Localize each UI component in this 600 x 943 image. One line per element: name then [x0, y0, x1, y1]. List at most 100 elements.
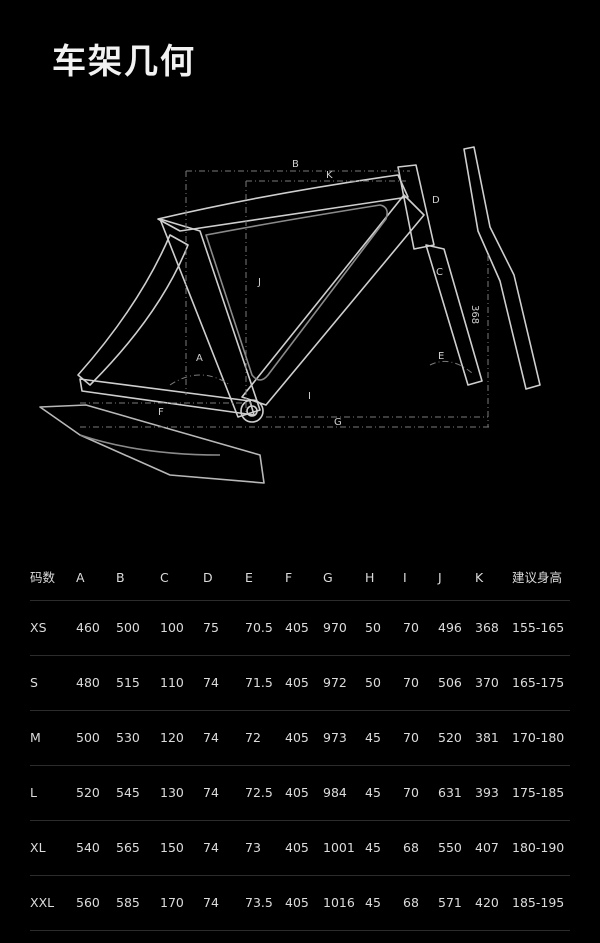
table-cell: 185-195: [512, 895, 565, 910]
table-cell: 460: [76, 620, 100, 635]
column-header: G: [323, 570, 333, 585]
label-e: E: [438, 351, 444, 362]
table-cell: XL: [30, 840, 46, 855]
column-header: F: [285, 570, 293, 585]
label-b: B: [292, 159, 299, 170]
table-cell: 520: [76, 785, 100, 800]
label-f: F: [158, 407, 164, 418]
table-cell: 480: [76, 675, 100, 690]
table-cell: 170: [160, 895, 184, 910]
table-cell: XS: [30, 620, 47, 635]
table-cell: 71.5: [245, 675, 273, 690]
table-cell: 70: [403, 785, 419, 800]
table-cell: M: [30, 730, 41, 745]
table-cell: 73.5: [245, 895, 273, 910]
table-cell: 585: [116, 895, 140, 910]
seat-stay: [77, 234, 189, 386]
label-c: C: [436, 267, 443, 278]
table-cell: 973: [323, 730, 347, 745]
table-cell: 110: [160, 675, 184, 690]
table-cell: 68: [403, 895, 419, 910]
table-cell: 540: [76, 840, 100, 855]
table-cell: 571: [438, 895, 462, 910]
table-cell: 70: [403, 620, 419, 635]
table-cell: 120: [160, 730, 184, 745]
table-cell: 631: [438, 785, 462, 800]
rear-stays: [39, 404, 265, 484]
table-cell: 545: [116, 785, 140, 800]
table-cell: 45: [365, 840, 381, 855]
table-cell: 50: [365, 675, 381, 690]
table-cell: 72.5: [245, 785, 273, 800]
table-cell: 45: [365, 785, 381, 800]
table-cell: 72: [245, 730, 261, 745]
chain-stay: [79, 378, 255, 416]
table-cell: 74: [203, 840, 219, 855]
column-header: D: [203, 570, 213, 585]
table-cell: 170-180: [512, 730, 565, 745]
table-cell: 405: [285, 620, 309, 635]
label-fork-length: 368: [469, 305, 480, 324]
table-cell: 50: [365, 620, 381, 635]
table-cell: 405: [285, 675, 309, 690]
table-cell: 500: [116, 620, 140, 635]
table-cell: 150: [160, 840, 184, 855]
table-cell: 45: [365, 895, 381, 910]
table-cell: 565: [116, 840, 140, 855]
column-header: A: [76, 570, 85, 585]
table-cell: 393: [475, 785, 499, 800]
table-cell: 972: [323, 675, 347, 690]
table-cell: 74: [203, 785, 219, 800]
table-cell: 515: [116, 675, 140, 690]
table-cell: L: [30, 785, 37, 800]
bottom-bracket: [240, 399, 264, 423]
table-cell: 368: [475, 620, 499, 635]
table-cell: 73: [245, 840, 261, 855]
table-cell: 74: [203, 675, 219, 690]
table-cell: 405: [285, 730, 309, 745]
seat-tube: [159, 218, 261, 418]
table-cell: 405: [285, 895, 309, 910]
table-cell: 381: [475, 730, 499, 745]
table-cell: 74: [203, 895, 219, 910]
down-tube: [241, 194, 425, 406]
column-header: B: [116, 570, 125, 585]
table-cell: 180-190: [512, 840, 565, 855]
table-cell: 970: [323, 620, 347, 635]
table-cell: 70: [403, 730, 419, 745]
column-header: 建议身高: [512, 570, 563, 585]
label-i: I: [308, 391, 311, 402]
head-tube: [397, 164, 435, 250]
table-cell: 70: [403, 675, 419, 690]
table-cell: 407: [475, 840, 499, 855]
table-cell: 70.5: [245, 620, 273, 635]
column-header: I: [403, 570, 407, 585]
table-cell: 1001: [323, 840, 355, 855]
table-cell: 175-185: [512, 785, 565, 800]
page-title: 车架几何: [52, 42, 196, 82]
label-d: D: [432, 195, 440, 206]
table-cell: 165-175: [512, 675, 565, 690]
table-cell: 155-165: [512, 620, 565, 635]
table-cell: 984: [323, 785, 347, 800]
column-header: H: [365, 570, 375, 585]
label-j: J: [257, 277, 261, 288]
table-cell: 560: [76, 895, 100, 910]
label-a: A: [196, 353, 203, 364]
label-g: G: [334, 417, 342, 428]
table-cell: S: [30, 675, 38, 690]
column-header: K: [475, 570, 484, 585]
table-cell: 68: [403, 840, 419, 855]
table-cell: 370: [475, 675, 499, 690]
column-header: 码数: [30, 570, 56, 585]
top-tube: [157, 174, 409, 232]
table-cell: 405: [285, 840, 309, 855]
